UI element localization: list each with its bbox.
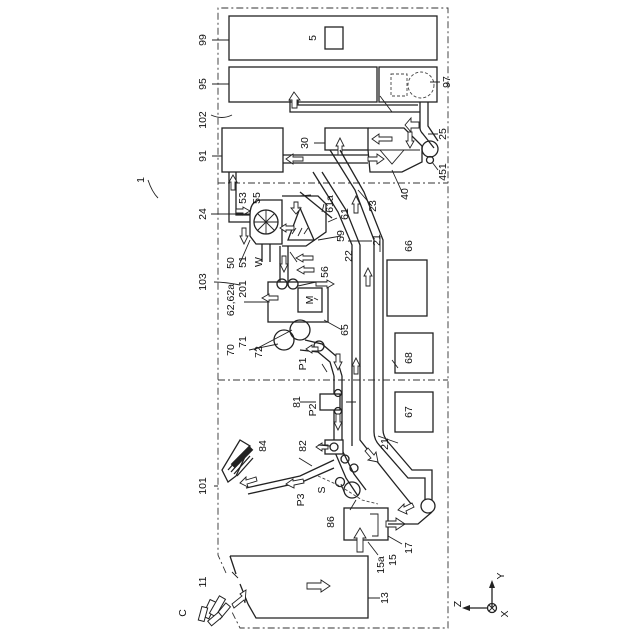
label-97: 97: [441, 76, 453, 88]
arrow-return: [398, 503, 414, 514]
label-25: 25: [437, 128, 449, 140]
label-17: 17: [403, 542, 415, 554]
label-13: 13: [379, 592, 391, 604]
axis-y-arrowhead: [489, 580, 495, 588]
label-15: 15: [387, 554, 399, 566]
arrow-chute-down: [280, 256, 288, 272]
arrow-p2: [334, 414, 342, 430]
arrow-conveyor-1: [364, 268, 372, 286]
label-95: 95: [197, 78, 209, 90]
label-72: 72: [253, 346, 265, 358]
label-68: 68: [403, 352, 415, 364]
arrow-conveyor-2: [365, 448, 378, 462]
unit-15-box: [344, 508, 388, 540]
label-axis-z: Z: [452, 600, 464, 607]
label-56: 56: [319, 266, 331, 278]
label-40: 40: [399, 188, 411, 200]
label-w: W: [253, 257, 265, 267]
label-m: M: [304, 296, 316, 305]
label-5: 5: [307, 35, 319, 41]
label-1: 1: [135, 177, 147, 183]
unit-91-box: [222, 128, 283, 172]
conveyor-return-nozzle: [421, 499, 435, 513]
arrow-outlet-50: [240, 228, 248, 244]
label-p3: P3: [295, 493, 307, 506]
label-91: 91: [197, 150, 209, 162]
arrow-sep-1: [291, 202, 301, 214]
label-86: 86: [325, 516, 337, 528]
label-103: 103: [197, 273, 209, 291]
label-102: 102: [197, 111, 209, 129]
label-55: 55: [251, 192, 263, 204]
label-51: 51: [237, 256, 249, 268]
label-axis-y: Y: [495, 572, 507, 579]
hopper-13: [230, 556, 368, 618]
label-50: 50: [225, 257, 237, 269]
arrow-p3: [286, 479, 304, 488]
label-21-bottom: 21: [379, 438, 391, 450]
roller-72: [274, 330, 294, 350]
conveyance-p2-lower: [342, 376, 366, 490]
label-66: 66: [403, 240, 415, 252]
label-15a: 15a: [375, 556, 387, 574]
label-11: 11: [197, 576, 209, 587]
arrow-40-left: [372, 134, 392, 144]
arrow-conveyor-4: [352, 358, 360, 374]
side-arrows-w2: [297, 266, 314, 274]
label-67: 67: [403, 406, 415, 418]
label-21-top: 21: [371, 234, 383, 246]
arrow-in-25: [405, 118, 419, 132]
unit-66-box: [387, 260, 427, 316]
label-84: 84: [257, 440, 269, 452]
label-c: C: [177, 609, 189, 617]
label-99: 99: [197, 34, 209, 46]
label-71: 71: [237, 336, 249, 348]
label-62-62a: 62,62a: [225, 284, 237, 316]
arrow-duct-right: [368, 154, 384, 164]
unit-40-cone: [380, 150, 404, 164]
input-c-scraps: [198, 596, 230, 626]
unit-30-box: [325, 128, 368, 150]
arrow-p2b: [334, 354, 342, 370]
separator-55-triangle: [288, 208, 314, 240]
label-61a: 61a: [324, 195, 336, 213]
arrow-hopper: [307, 580, 330, 592]
label-53: 53: [237, 192, 249, 204]
label-65: 65: [339, 324, 351, 336]
label-70: 70: [225, 344, 237, 356]
label-23: 23: [367, 200, 379, 212]
roller-s1: [336, 478, 345, 487]
label-61: 61: [339, 208, 351, 220]
label-p2: P2: [307, 403, 319, 416]
part-5-box: [325, 27, 343, 49]
label-30: 30: [299, 137, 311, 149]
label-24: 24: [197, 208, 209, 220]
label-101: 101: [197, 477, 209, 495]
arrow-input-c: [232, 590, 246, 608]
label-s: S: [316, 486, 328, 493]
arrow-40-down: [406, 132, 414, 148]
label-p1: P1: [297, 357, 309, 370]
side-arrows-w: [296, 254, 313, 262]
label-22: 22: [343, 250, 355, 262]
label-59: 59: [335, 230, 347, 242]
label-201: 201: [237, 280, 249, 298]
label-axis-x: X: [499, 610, 511, 617]
label-81: 81: [291, 396, 303, 408]
unit-95-box: [229, 67, 377, 102]
label-82: 82: [297, 440, 309, 452]
label-451: 451: [437, 163, 449, 181]
